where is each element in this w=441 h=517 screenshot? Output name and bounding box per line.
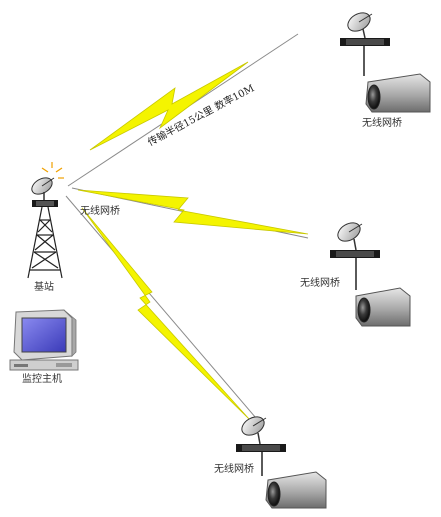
remote-site-mid <box>330 222 411 327</box>
remote-site-top <box>340 12 431 113</box>
bridge-bottom-label: 无线网桥 <box>214 462 254 475</box>
bridge-top-label: 无线网桥 <box>362 116 402 129</box>
bridge-mid-label: 无线网桥 <box>300 276 340 289</box>
base-station-label: 基站 <box>34 280 54 293</box>
cctv-camera-icon <box>355 287 411 327</box>
remote-site-bottom <box>236 416 327 509</box>
cctv-camera-icon <box>265 471 327 509</box>
link-to-bottom-bridge <box>65 195 257 421</box>
cctv-camera-icon <box>365 73 431 113</box>
dish-antenna-icon <box>241 416 267 445</box>
dish-antenna-icon <box>347 12 373 39</box>
monitor-screen <box>21 317 67 353</box>
bridge-base-label: 无线网桥 <box>80 204 120 217</box>
dish-antenna-icon <box>337 222 363 251</box>
monitor-host-computer <box>9 309 79 371</box>
lightning-bolt-mid <box>77 189 309 235</box>
dish-antenna-icon <box>31 177 55 200</box>
lightning-bolt-top <box>89 61 249 151</box>
link-to-top-bridge <box>67 33 299 187</box>
signal-spark-icon <box>41 162 64 179</box>
monitor-host-label: 监控主机 <box>22 372 62 385</box>
link-to-mid-bridge <box>71 187 309 239</box>
base-station-tower <box>27 162 64 279</box>
lightning-bolt-bottom <box>81 207 251 421</box>
